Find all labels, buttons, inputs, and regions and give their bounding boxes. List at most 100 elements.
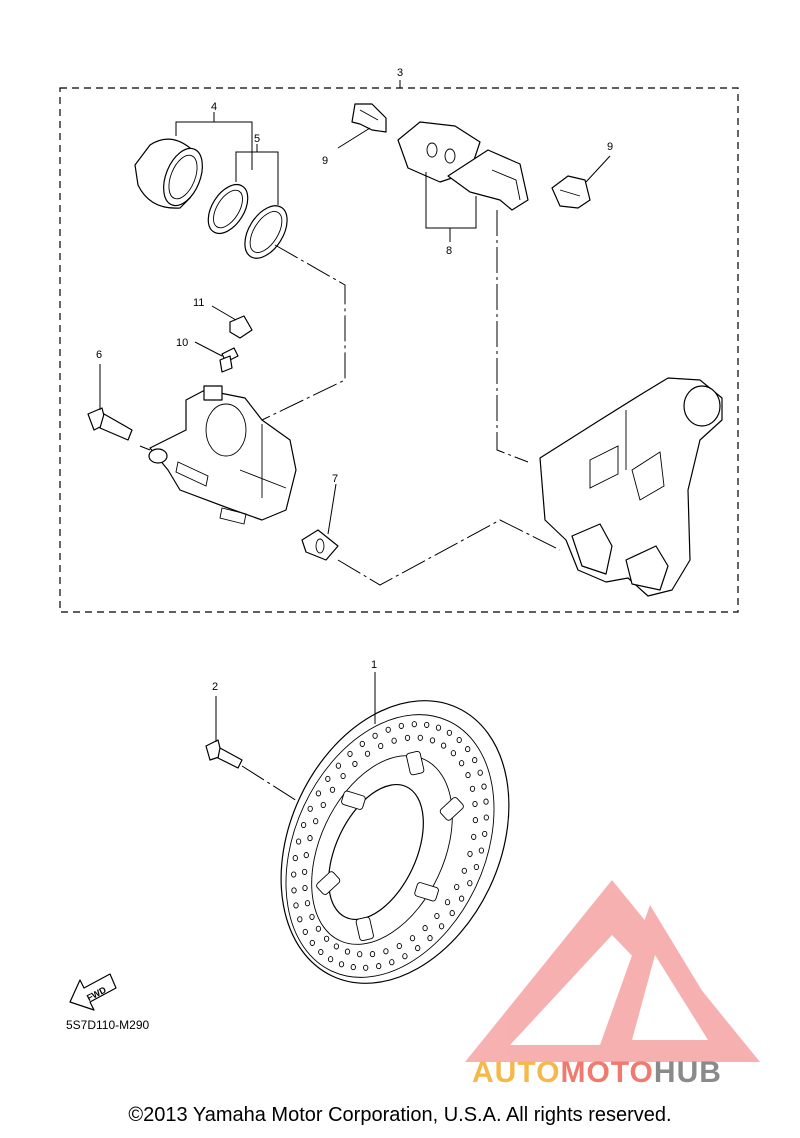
disc-hole: [313, 818, 319, 825]
forward-arrow-icon: FWD: [69, 973, 117, 1011]
disc-hole: [458, 760, 465, 767]
disc-hole: [404, 734, 411, 741]
caliper-assembly-frame: [59, 80, 739, 613]
callout-9-right: 9: [607, 141, 613, 153]
watermark-part-2: MOTO: [560, 1056, 654, 1089]
disc-slot: [414, 882, 439, 902]
caliper-bolt: [87, 364, 133, 441]
bleed-screw: [194, 341, 239, 373]
disc-hole: [434, 912, 440, 920]
disc-drill-holes: [291, 721, 489, 971]
disc-hole: [438, 923, 445, 930]
diagram-code: 5S7D110-M290: [66, 1018, 150, 1032]
disc-hole: [427, 935, 433, 942]
disc-hole: [350, 964, 356, 971]
piston-seal-kit: [207, 183, 288, 259]
disc-hole: [325, 775, 331, 782]
disc-hole: [291, 887, 297, 894]
disc-hole: [398, 722, 404, 729]
disc-hole: [363, 964, 369, 971]
disc-hole: [415, 945, 421, 952]
disc-hole: [352, 760, 358, 767]
disc-hole: [472, 800, 478, 808]
disc-hole: [357, 951, 363, 958]
copyright-notice: ©2013 Yamaha Motor Corporation, U.S.A. A…: [128, 1104, 672, 1126]
disc-slot: [316, 871, 341, 895]
caliper-boot: [301, 483, 339, 561]
caliper-body: [148, 385, 297, 525]
callout-8: 8: [446, 245, 452, 257]
callout-2: 2: [212, 681, 218, 693]
callout-1: 1: [371, 659, 377, 671]
disc-slot: [355, 916, 374, 942]
disc-hole: [473, 863, 480, 871]
pad-support-right: [551, 155, 611, 209]
disc-hole: [293, 902, 299, 909]
disc-hole: [456, 736, 462, 744]
disc-hole: [383, 948, 389, 955]
disc-hole: [338, 961, 345, 968]
disc-hole: [469, 785, 476, 792]
disc-hole: [302, 884, 308, 892]
watermark-part-1: AUTO: [472, 1056, 561, 1089]
disc-hole: [335, 762, 342, 769]
disc-hole: [369, 951, 376, 958]
disc-hole: [472, 817, 479, 824]
disc-hole: [411, 721, 417, 728]
disc-hole: [307, 835, 313, 842]
disc-hole: [483, 814, 489, 821]
disc-slot: [406, 750, 425, 776]
disc-hole: [481, 783, 487, 790]
disc-hole: [327, 956, 334, 963]
disc-hole: [315, 925, 322, 932]
watermark-part-3: HUB: [653, 1056, 722, 1089]
disc-hole: [482, 830, 488, 837]
callout-5: 5: [254, 133, 260, 145]
disc-hole: [329, 786, 336, 793]
disc-hole: [440, 742, 447, 749]
disc-hole: [340, 772, 346, 780]
disc-hole: [376, 963, 382, 970]
disc-hole: [450, 750, 457, 757]
disc-hole: [323, 935, 330, 942]
disc-hole: [467, 850, 473, 857]
disc-hole: [292, 855, 298, 862]
disc-hole: [372, 732, 378, 739]
disc-hole: [435, 724, 442, 731]
callout-9-left: 9: [322, 155, 328, 167]
disc-hole: [385, 726, 391, 733]
disc-hole: [424, 721, 430, 728]
disc-hole: [347, 750, 353, 757]
watermark-logo-icon: [465, 880, 760, 1062]
disc-hole: [300, 821, 307, 829]
disc-hole: [467, 880, 473, 887]
disc-mount-slots: [316, 750, 464, 942]
bleed-screw-cap: [211, 305, 253, 339]
disc-bolt: [205, 696, 306, 807]
disc-hole: [402, 953, 408, 960]
disc-hole: [422, 925, 428, 932]
disc-hole: [309, 913, 315, 920]
disc-hole: [396, 942, 402, 950]
callout-4: 4: [211, 101, 217, 113]
disc-hole: [483, 798, 489, 805]
disc-hole: [446, 729, 453, 736]
callout-10: 10: [176, 337, 188, 349]
disc-hole: [291, 871, 297, 878]
disc-slot: [439, 797, 464, 821]
disc-hole: [471, 833, 477, 840]
pad-support-left: [337, 103, 387, 149]
disc-hole: [472, 757, 478, 764]
disc-hole: [378, 742, 384, 750]
disc-hole: [301, 868, 308, 875]
disc-hole: [389, 959, 395, 966]
disc-hole: [409, 935, 416, 942]
brake-pad-kit: [397, 121, 529, 242]
callout-7: 7: [332, 473, 338, 485]
disc-hole: [444, 899, 451, 906]
disc-hole: [429, 737, 436, 744]
brake-disc: [280, 672, 510, 984]
disc-hole: [454, 883, 460, 891]
watermark-brand: AUTOMOTOHUB: [472, 1056, 722, 1090]
